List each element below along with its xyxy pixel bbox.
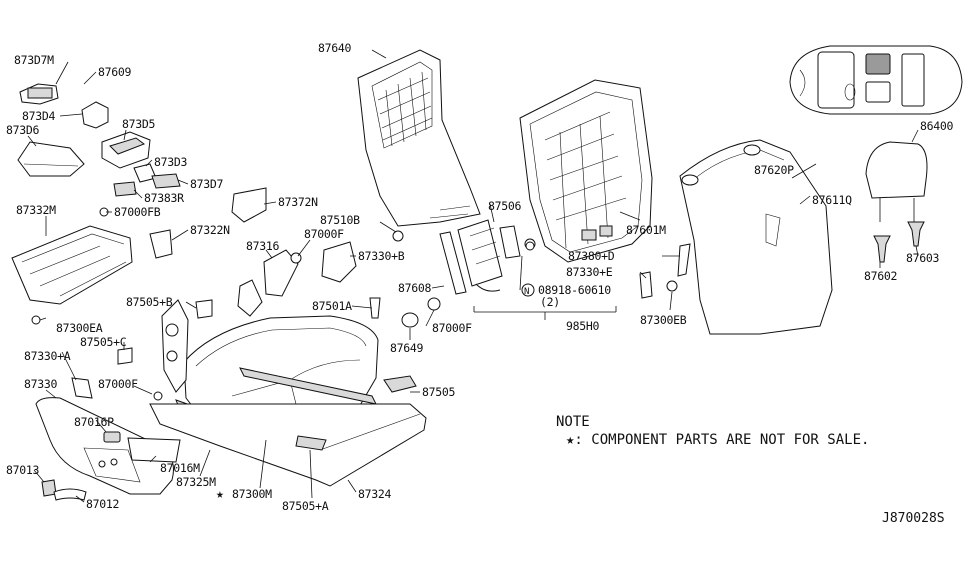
part-label: 87000F xyxy=(432,321,472,335)
part-label: 873D5 xyxy=(122,117,155,131)
leader-lines xyxy=(27,49,919,503)
side-finisher-outer xyxy=(35,397,174,495)
n-marker-icon xyxy=(521,283,535,297)
part-label: 873D7M xyxy=(14,53,54,67)
part-label: 87300M xyxy=(232,487,272,501)
part-label: (2) xyxy=(540,295,560,309)
part-label: 87501A xyxy=(312,299,352,313)
part-label: 87330+A xyxy=(24,349,71,363)
headrest xyxy=(865,141,928,222)
seat-recliner-mechanism xyxy=(161,279,263,393)
part-label: 87620P xyxy=(754,163,794,177)
part-label: 87608 xyxy=(398,281,431,295)
part-label: 87506 xyxy=(488,199,521,213)
part-label: 873D7 xyxy=(190,177,223,191)
part-label: 873D6 xyxy=(6,123,39,137)
part-label: 87013 xyxy=(6,463,39,477)
note-title: NOTE xyxy=(556,414,590,430)
seat-back-trim xyxy=(679,139,833,335)
part-label: 87324 xyxy=(358,487,391,501)
part-label: 87505+B xyxy=(126,295,173,309)
part-label: 87330+E xyxy=(566,265,613,279)
part-label: 87016P xyxy=(74,415,114,429)
part-label: 87505 xyxy=(422,385,455,399)
part-label: 873D3 xyxy=(154,155,187,169)
part-label: 87640 xyxy=(318,41,351,55)
part-label: 87505+A xyxy=(282,499,329,513)
part-label: 86400 xyxy=(920,119,953,133)
part-label: 08918-60610 xyxy=(538,283,611,297)
part-label: 87332M xyxy=(16,203,56,217)
part-label: 87372N xyxy=(278,195,318,209)
part-label: 87380+D xyxy=(568,249,615,263)
part-label: N xyxy=(524,287,529,297)
seat-switch-components xyxy=(17,83,181,217)
part-label: 87316 xyxy=(246,239,279,253)
part-label: 87330 xyxy=(24,377,57,391)
part-label: 87609 xyxy=(98,65,131,79)
part-label: 87601M xyxy=(626,223,666,237)
cushion-pan xyxy=(11,225,133,325)
part-label: 87016M xyxy=(160,461,200,475)
part-label: 87611Q xyxy=(812,193,852,207)
part-label: 87505+C xyxy=(80,335,127,349)
part-label: 87602 xyxy=(864,269,897,283)
part-label: 985H0 xyxy=(566,319,599,333)
part-label: 87649 xyxy=(390,341,423,355)
diagram-id: J870028S xyxy=(882,511,945,526)
part-label: 87325M xyxy=(176,475,216,489)
vehicle-locator-icon xyxy=(789,45,963,115)
headrest-guides xyxy=(873,221,925,263)
part-label: 87012 xyxy=(86,497,119,511)
highlighted-seat-icon xyxy=(865,53,891,75)
part-label: 87000F xyxy=(304,227,344,241)
part-label: 87300EB xyxy=(640,313,687,327)
part-label: 87510B xyxy=(320,213,360,227)
side-finisher-inner xyxy=(149,403,427,487)
part-label: 87322N xyxy=(190,223,230,237)
part-label: 87330+B xyxy=(358,249,405,263)
part-label: 87603 xyxy=(906,251,939,265)
brackets-and-covers xyxy=(71,187,691,401)
part-label: 87383R xyxy=(144,191,184,205)
note-text: ★: COMPONENT PARTS ARE NOT FOR SALE. xyxy=(566,432,869,448)
seat-back-pad xyxy=(357,49,481,227)
small-trim-parts xyxy=(41,375,417,501)
part-label: 87000FB xyxy=(114,205,161,219)
part-label: 873D4 xyxy=(22,109,55,123)
part-label: 87300EA xyxy=(56,321,103,335)
part-label: 87000F xyxy=(98,377,138,391)
star-marker-icon: ★ xyxy=(216,487,224,502)
